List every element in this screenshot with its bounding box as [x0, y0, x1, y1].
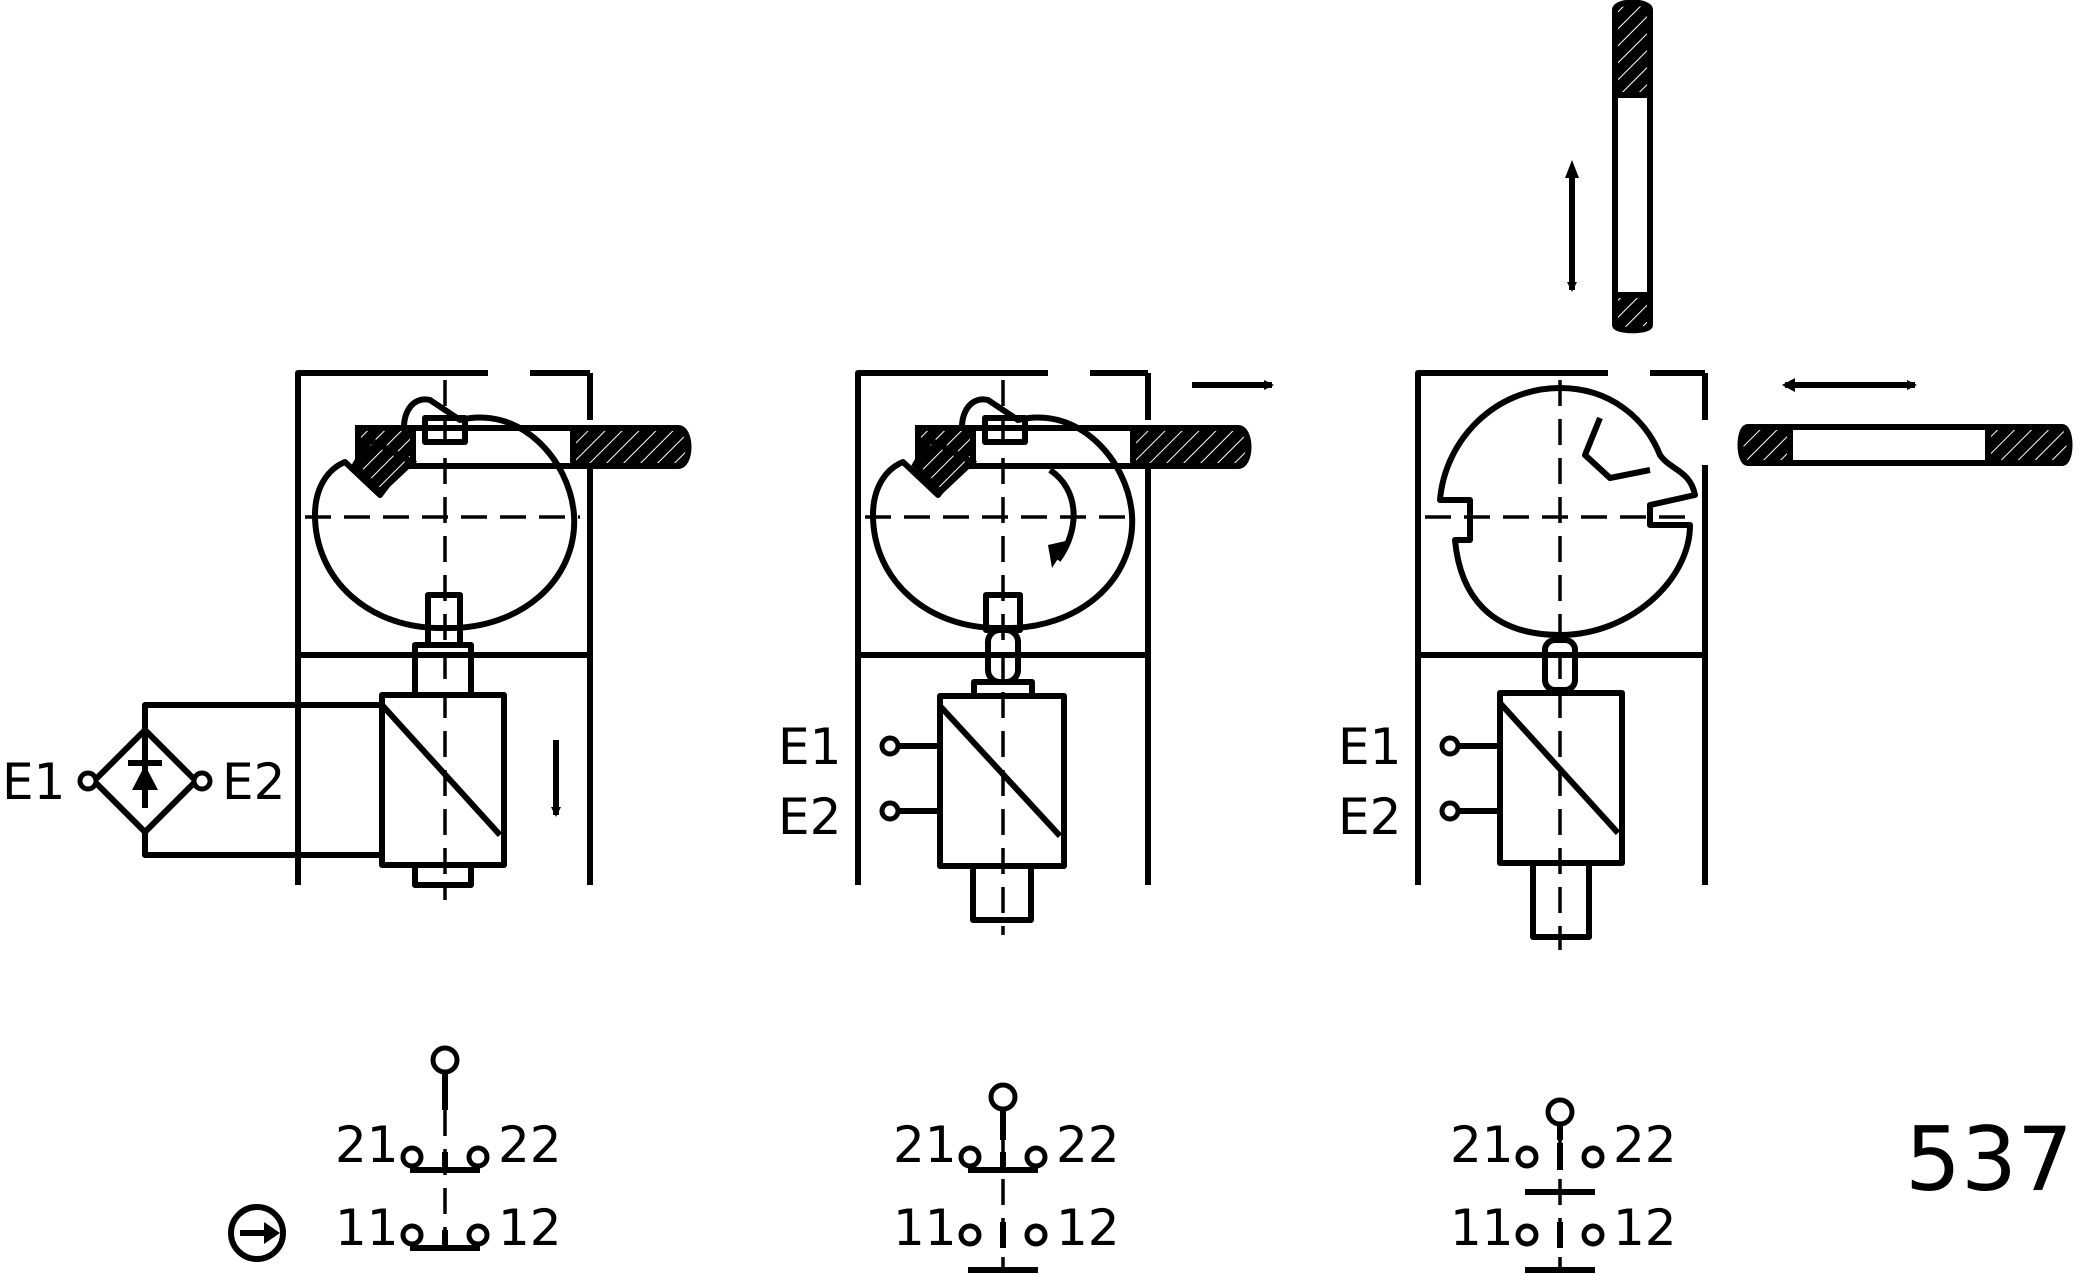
terminal-e1 — [1439, 735, 1461, 757]
contact-12: 12 — [498, 1199, 562, 1257]
contact-22: 22 — [498, 1116, 562, 1174]
terminal-e1 — [77, 770, 99, 792]
label-e1: E1 — [1338, 718, 1401, 776]
contact-diagram — [958, 1082, 1048, 1273]
rectifier-bridge-icon — [91, 727, 199, 835]
actuator-key-vertical — [1612, 0, 1653, 334]
arrow-icon — [1565, 160, 1579, 178]
figure-number: 537 — [1905, 1108, 2073, 1211]
arrow-icon — [1782, 378, 1795, 392]
housing — [855, 370, 1151, 885]
contact-11: 11 — [893, 1199, 957, 1257]
contact-11: 11 — [1450, 1199, 1514, 1257]
actuator-key — [911, 415, 1252, 497]
contact-12: 12 — [1056, 1199, 1120, 1257]
actuator-key-horizontal — [1737, 424, 2073, 466]
terminal-e2 — [1439, 800, 1461, 822]
label-e1: E1 — [2, 753, 65, 811]
contact-21: 21 — [335, 1116, 399, 1174]
positive-opening-icon — [228, 1204, 286, 1262]
contact-diagram — [1515, 1097, 1605, 1273]
view-unlocking: E1 E2 21 22 11 12 — [778, 370, 1274, 1273]
terminal-e1 — [879, 735, 901, 757]
label-e2: E2 — [778, 788, 841, 846]
arrow-icon — [1048, 540, 1070, 568]
label-e2: E2 — [1338, 788, 1401, 846]
solenoid-coil — [379, 692, 507, 868]
contact-12: 12 — [1613, 1199, 1677, 1257]
terminal-e2 — [191, 770, 213, 792]
coil-stem — [1530, 860, 1592, 940]
view-released: E1 E2 21 22 11 12 — [1338, 0, 2073, 1273]
rotation-arrow — [1048, 467, 1077, 562]
cam-disc — [1437, 385, 1698, 638]
contact-22: 22 — [1613, 1116, 1677, 1174]
coil-stem — [412, 862, 474, 888]
view-locked: E1 E2 21 22 11 12 — [2, 370, 692, 1262]
contact-diagram — [400, 1045, 490, 1251]
coil-stem — [970, 863, 1034, 923]
contact-11: 11 — [335, 1199, 399, 1257]
contact-21: 21 — [893, 1116, 957, 1174]
terminal-e2 — [879, 800, 901, 822]
contact-22: 22 — [1056, 1116, 1120, 1174]
contact-21: 21 — [1450, 1116, 1514, 1174]
label-e2: E2 — [222, 753, 285, 811]
actuator-key — [351, 415, 692, 497]
label-e1: E1 — [778, 718, 841, 776]
